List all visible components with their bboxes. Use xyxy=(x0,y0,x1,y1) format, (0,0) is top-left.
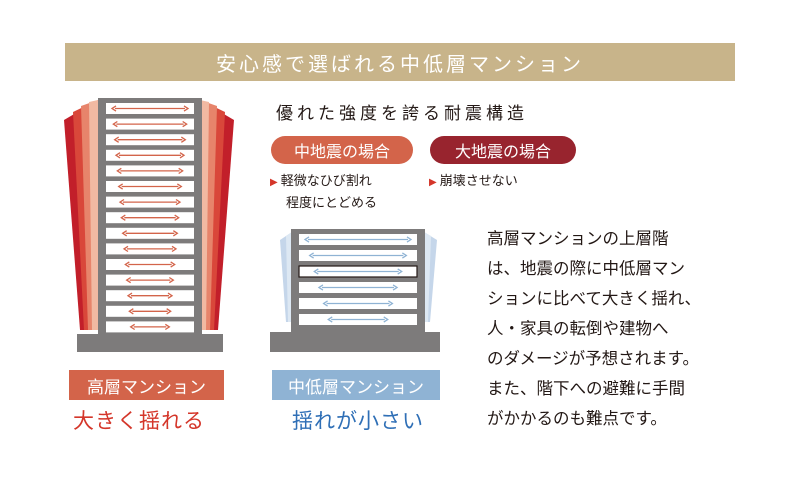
high-rise-arrow-head-left xyxy=(129,323,136,331)
high-rise-arrow-head-right xyxy=(167,292,174,299)
low-rise-arrow-head-left xyxy=(327,316,333,323)
high-rise-arrow-head-right xyxy=(170,261,176,268)
low-rise-arrow-head-right xyxy=(401,252,408,259)
description-line: は、地震の際に中低層マン xyxy=(487,259,685,278)
low-rise-arrow-head-right xyxy=(383,316,389,323)
large-earthquake-label: 大地震の場合 xyxy=(454,142,551,161)
high-rise-arrow-head-left xyxy=(126,292,133,299)
triangle-bullet-icon: ▶ xyxy=(270,177,278,188)
high-rise-arrow-head-right xyxy=(168,276,175,284)
low-rise-arrow-head-right xyxy=(406,236,413,243)
low-rise-arrow-head-left xyxy=(317,284,324,291)
high-rise-arrow-head-right xyxy=(175,198,182,206)
low-rise-label-text: 中低層マンション xyxy=(288,377,424,398)
high-rise-arrow-head-right xyxy=(166,308,172,315)
banner-title: 安心感で選ばれる中低層マンション xyxy=(216,51,584,76)
large-earthquake-note: ▶崩壊させない xyxy=(429,171,518,193)
description-line: ションに比べて大きく揺れ、 xyxy=(487,289,702,308)
description-text: 高層マンションの上層階 は、地震の際に中低層マン ションに比べて大きく揺れ、 人… xyxy=(487,224,767,434)
high-rise-label: 高層マンション xyxy=(69,370,224,400)
high-rise-arrow-head-right xyxy=(176,183,183,190)
description-line: また、階下への避難に手間 xyxy=(487,379,685,398)
low-rise-sway-right-1 xyxy=(424,232,431,322)
description-line: 人・家具の転倒や建物へ xyxy=(487,319,669,338)
low-rise-floors xyxy=(298,234,418,325)
large-earthquake-badge: 大地震の場合 xyxy=(430,136,576,164)
high-rise-arrow-head-right xyxy=(178,167,184,175)
high-rise-arrow-head-right xyxy=(174,214,180,221)
medium-earthquake-badge: 中地震の場合 xyxy=(271,136,413,164)
high-rise-arrow-head-right xyxy=(183,105,190,112)
structure-heading: 優れた強度を誇る耐震構造 xyxy=(276,104,528,124)
low-rise-arrow-head-left xyxy=(303,236,310,243)
high-rise-arrow-head-right xyxy=(182,120,188,128)
high-rise-arrow-head-right xyxy=(179,152,186,159)
low-rise-caption: 揺れが小さい xyxy=(292,409,424,433)
large-note-line1: 崩壊させない xyxy=(439,174,518,189)
high-rise-arrow-head-left xyxy=(128,308,134,315)
description-line: のダメージが予想されます。 xyxy=(487,349,700,368)
low-rise-arrow-head-right xyxy=(392,284,399,291)
high-rise-arrow-head-left xyxy=(120,214,126,221)
high-rise-arrow-head-right xyxy=(172,230,179,237)
high-rise-arrow-head-left xyxy=(112,120,118,128)
low-rise-base xyxy=(270,332,440,352)
high-rise-arrow-head-left xyxy=(118,198,125,206)
medium-note-line1: 軽微なひび割れ xyxy=(280,174,372,189)
high-rise-floors xyxy=(106,103,194,333)
high-rise-label-text: 高層マンション xyxy=(87,377,206,398)
low-rise-arrow-head-right xyxy=(388,300,394,307)
high-rise-arrow-head-left xyxy=(124,261,130,268)
low-rise-arrow-head-left xyxy=(308,252,315,259)
low-rise-label: 中低層マンション xyxy=(272,370,440,400)
high-rise-caption: 大きく揺れる xyxy=(73,409,205,433)
high-rise-sway-right-1 xyxy=(200,100,209,330)
high-rise-arrow-head-left xyxy=(125,276,132,284)
triangle-bullet-icon: ▶ xyxy=(429,177,437,188)
medium-earthquake-label: 中地震の場合 xyxy=(293,142,390,161)
description-line: 高層マンションの上層階 xyxy=(487,229,669,248)
high-rise-arrow-head-left xyxy=(116,167,122,175)
description-line: がかかるのも難点です。 xyxy=(487,409,667,428)
low-rise-sway-left-1 xyxy=(286,232,292,322)
medium-note-line2: 程度にとどめる xyxy=(286,196,378,211)
high-rise-arrow-head-left xyxy=(117,183,124,190)
high-rise-sway-left-1 xyxy=(89,100,98,330)
high-rise-base xyxy=(77,334,223,352)
high-rise-arrow-head-left xyxy=(121,230,128,237)
high-rise-arrow-head-left xyxy=(110,105,117,112)
high-rise-arrow-head-left xyxy=(113,136,120,143)
high-rise-arrow-head-left xyxy=(114,152,121,159)
high-rise-arrow-head-right xyxy=(164,323,171,331)
low-rise-floor-outline xyxy=(298,265,418,278)
low-rise-arrow-head-left xyxy=(313,268,319,275)
high-rise-arrow-head-left xyxy=(122,245,129,253)
high-rise-arrow-head-right xyxy=(180,136,187,143)
low-rise-arrow-head-left xyxy=(322,300,328,307)
high-rise-arrow-head-right xyxy=(171,245,178,253)
medium-earthquake-note: ▶軽微なひび割れ 程度にとどめる xyxy=(270,171,377,214)
title-banner: 安心感で選ばれる中低層マンション xyxy=(65,43,735,81)
low-rise-arrow-head-right xyxy=(397,268,403,275)
